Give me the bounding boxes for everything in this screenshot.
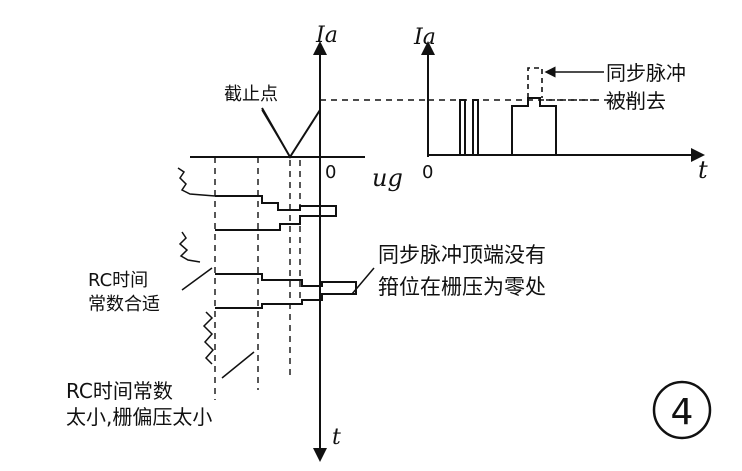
sync-cut-line2: 被削去 bbox=[606, 89, 666, 113]
waveform-proper bbox=[215, 195, 337, 231]
left-x-axis-label: ug bbox=[372, 164, 403, 192]
left-time-axis-label: t bbox=[332, 425, 341, 450]
rc-small-line1: RC时间常数 bbox=[66, 379, 173, 403]
waveform-not-clamped bbox=[215, 273, 357, 309]
sync-cut-line1: 同步脉冲 bbox=[606, 61, 686, 85]
right-diagram bbox=[421, 41, 705, 162]
sync-top-line2: 箝位在栅压为零处 bbox=[378, 275, 546, 299]
pointer-small bbox=[221, 351, 255, 379]
right-y-axis-label: Ia bbox=[413, 25, 436, 50]
right-origin-label: 0 bbox=[422, 162, 433, 183]
left-y-axis-label: Ia bbox=[315, 23, 338, 48]
right-time-axis-label: t bbox=[698, 156, 708, 184]
cutoff-label: 截止点 bbox=[224, 84, 278, 105]
cutoff-pointer bbox=[261, 109, 287, 151]
left-origin-label: 0 bbox=[325, 162, 336, 183]
noise-mid bbox=[178, 231, 201, 263]
transfer-characteristic bbox=[261, 107, 321, 159]
figure-number: 4 bbox=[671, 392, 694, 433]
figure-number-circle bbox=[652, 380, 712, 440]
noise-small bbox=[202, 311, 215, 365]
rc-proper-line1: RC时间 bbox=[88, 270, 148, 291]
pointer-proper bbox=[181, 267, 213, 291]
rc-small-line2: 太小,栅偏压太小 bbox=[66, 405, 212, 429]
rc-proper-line2: 常数合适 bbox=[88, 294, 160, 315]
pointer-sync-top bbox=[351, 267, 375, 295]
sync-top-line1: 同步脉冲顶端没有 bbox=[378, 243, 546, 267]
clipped-sync-pulse bbox=[527, 67, 543, 98]
noise-proper bbox=[177, 167, 216, 197]
left-diagram bbox=[177, 41, 428, 462]
pulse-waveform bbox=[428, 97, 600, 156]
